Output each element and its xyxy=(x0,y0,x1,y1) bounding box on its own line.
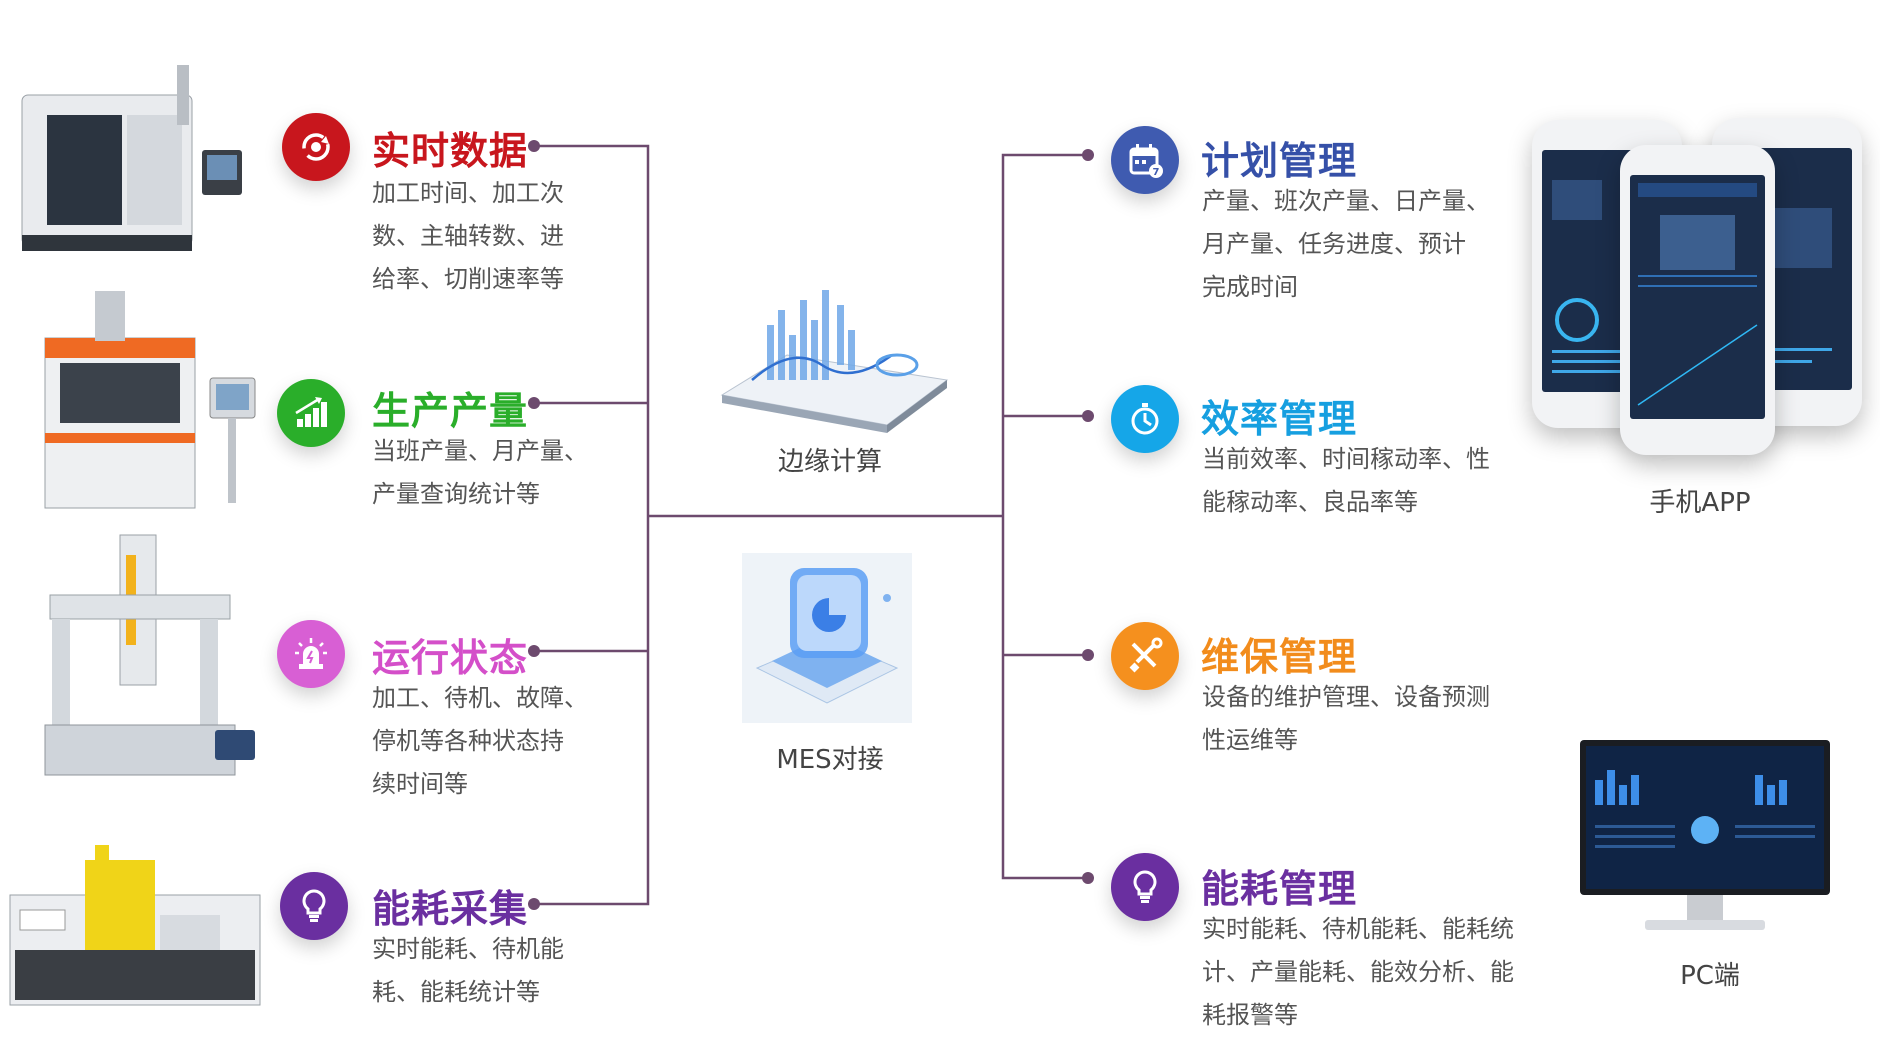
pc-label: PC端 xyxy=(1680,961,1740,991)
phone-app-label: 手机APP xyxy=(1649,488,1751,518)
alarm-light-icon xyxy=(277,620,345,688)
mes-integration-image xyxy=(742,553,912,723)
item-desc-energy-management: 实时能耗、待机能耗、能耗统计、产量能耗、能效分析、能耗报警等 xyxy=(1202,915,1514,1029)
item-title-production-output: 生产产量 xyxy=(372,389,529,433)
refresh-icon xyxy=(282,113,350,181)
pc-monitor-image xyxy=(1575,735,1835,950)
cnc-machine-image xyxy=(12,55,247,255)
lightbulb-icon xyxy=(1111,853,1179,921)
edm-machine-image xyxy=(40,283,260,518)
item-desc-running-status: 加工、待机、故障、停机等各种状态持续时间等 xyxy=(372,684,588,798)
phone-front-image xyxy=(1620,145,1775,455)
item-title-maintenance-management: 维保管理 xyxy=(1201,635,1358,679)
injection-machine-image xyxy=(5,840,265,1015)
edge-computing-label: 边缘计算 xyxy=(777,447,882,477)
item-title-running-status: 运行状态 xyxy=(372,636,529,680)
item-desc-realtime-data: 加工时间、加工次数、主轴转数、进给率、切削速率等 xyxy=(372,179,564,293)
item-desc-production-output: 当班产量、月产量、产量查询统计等 xyxy=(372,437,588,508)
item-title-realtime-data: 实时数据 xyxy=(372,129,529,173)
item-desc-efficiency-management: 当前效率、时间稼动率、性能稼动率、良品率等 xyxy=(1202,445,1490,516)
edge-computing-image xyxy=(712,285,952,435)
calendar-icon: 7 xyxy=(1111,126,1179,194)
item-title-energy-management: 能耗管理 xyxy=(1201,867,1358,911)
mes-integration-label: MES对接 xyxy=(776,745,884,775)
item-desc-maintenance-management: 设备的维护管理、设备预测性运维等 xyxy=(1202,683,1490,754)
item-desc-energy-collection: 实时能耗、待机能耗、能耗统计等 xyxy=(372,935,564,1006)
item-desc-plan-management: 产量、班次产量、日产量、月产量、任务进度、预计完成时间 xyxy=(1202,187,1490,301)
svg-text:7: 7 xyxy=(1153,167,1160,178)
stopwatch-icon xyxy=(1111,385,1179,453)
item-title-efficiency-management: 效率管理 xyxy=(1201,397,1358,441)
item-title-plan-management: 计划管理 xyxy=(1201,139,1358,183)
item-title-energy-collection: 能耗采集 xyxy=(372,887,529,931)
cmm-machine-image xyxy=(40,525,260,795)
tools-icon xyxy=(1111,622,1179,690)
lightbulb-icon xyxy=(280,872,348,940)
bar-growth-icon xyxy=(277,379,345,447)
